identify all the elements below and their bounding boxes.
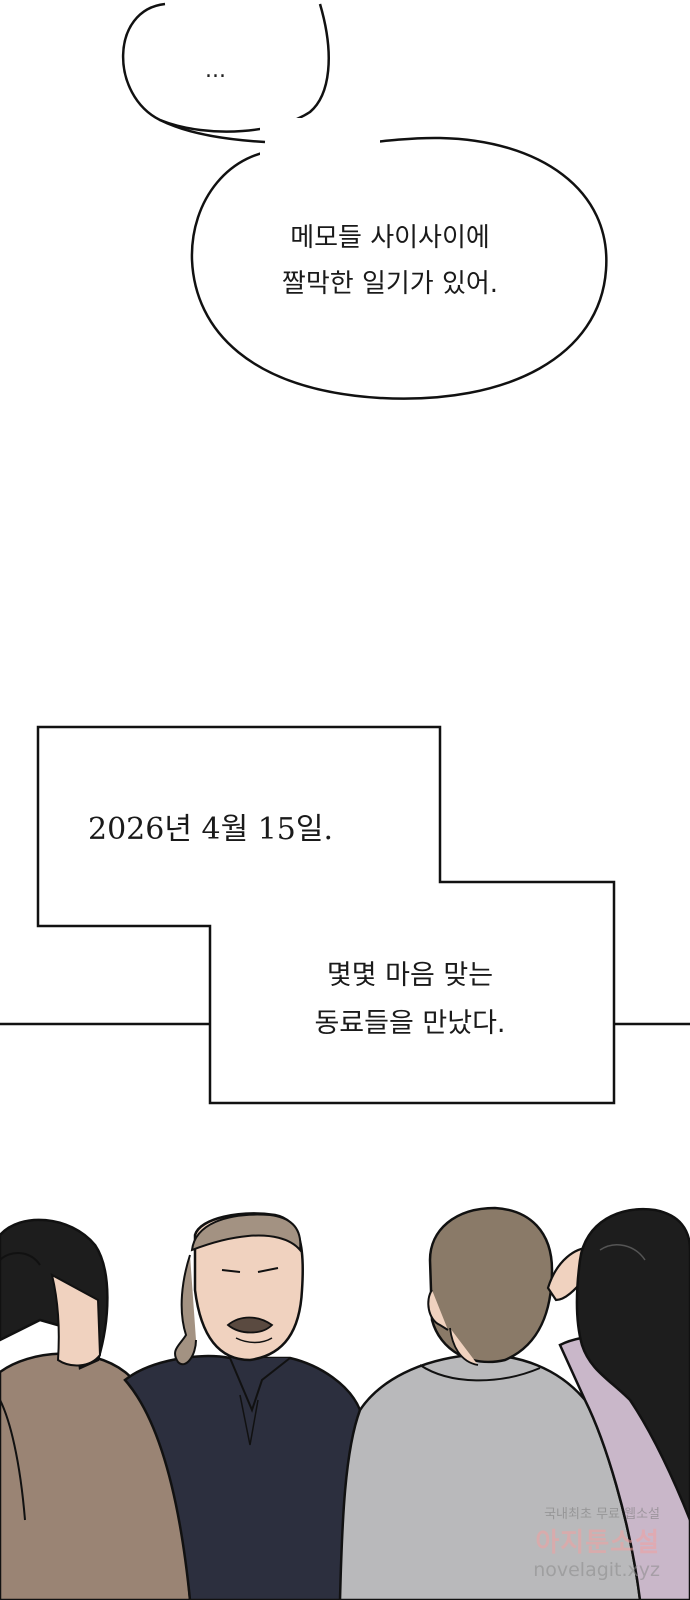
watermark-tagline: 국내최초 무료 웹소설: [544, 1507, 660, 1522]
speech-bubble: [121, 2, 608, 400]
speech-line-2: 짤막한 일기가 있어.: [281, 269, 499, 299]
caption-line-2: 동료들을 만났다.: [314, 1008, 506, 1039]
caption-line-1: 몇몇 마음 맞는: [326, 960, 494, 991]
watermark-url: novelagit.xyz: [533, 1559, 660, 1581]
speech-ellipsis: ...: [205, 58, 226, 83]
speech-line-1: 메모들 사이사이에: [290, 223, 490, 253]
person-left-woman: [0, 1218, 192, 1600]
person-ponytail-man: [123, 1212, 362, 1600]
watermark-brand: 아지툰소설: [535, 1528, 660, 1558]
caption-date: 2026년 4월 15일.: [88, 812, 334, 847]
watermark: 국내최초 무료 웹소설 아지툰소설 novelagit.xyz: [430, 1503, 660, 1581]
